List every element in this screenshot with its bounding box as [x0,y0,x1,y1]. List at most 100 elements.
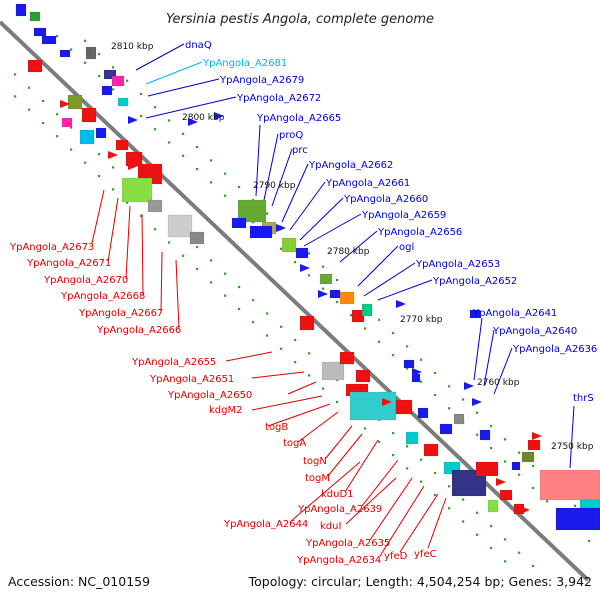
gc-dot [406,445,409,448]
gene-block [27,59,43,73]
leader-line [345,477,397,525]
gene-arrow [300,264,310,272]
gene-label-togN: togN [303,456,327,467]
gene-block [79,129,95,145]
gc-dot [350,314,353,317]
gene-label-A2635: YpAngola_A2635 [305,538,390,549]
gene-block [61,117,73,128]
gc-dot [532,564,535,568]
leader-line [251,371,305,379]
gene-block [295,247,309,259]
gene-block [117,97,129,107]
leader-line [297,411,339,443]
gc-dot [56,113,59,116]
leader-line [251,395,323,411]
gene-arrow [276,224,286,232]
kbp-label-2790: 2790 kbp [253,181,296,191]
gene-block [81,107,97,123]
leader-line [91,189,105,244]
gene-label-A2662: YpAngola_A2662 [308,160,393,171]
leader-line [135,43,185,71]
gene-label-yfeC: yfeC [414,549,437,560]
gene-block [103,69,117,80]
gc-dot [336,278,339,282]
gc-dot [364,327,367,330]
gc-dot [154,106,157,109]
gc-dot [280,247,283,250]
gc-dot [280,347,283,350]
leader-line [344,439,379,493]
genome-title: Yersinia pestis Angola, complete genome [166,12,434,27]
gene-block [231,217,247,229]
gene-label-A2641: YpAngola_A2641 [472,308,557,319]
gc-dot [196,268,199,271]
gc-dot [308,252,311,255]
gc-dot [434,371,437,375]
gene-arrow [532,432,542,440]
gene-block [423,443,439,457]
gene-label-A2660: YpAngola_A2660 [343,194,428,205]
leader-line [289,181,326,231]
gc-dot [574,504,577,507]
gene-block [41,35,57,45]
gene-block [479,429,491,441]
leader-line [145,61,203,85]
gc-dot [140,114,143,118]
gc-dot [224,172,227,175]
kbp-label-2760: 2760 kbp [477,378,520,388]
gene-block [281,237,297,253]
gene-label-togA: togA [283,438,306,449]
leader-line [267,403,331,427]
gene-label-A2652: YpAngola_A2652 [432,276,517,287]
gc-dot [420,380,423,383]
gene-arrow [188,118,198,126]
gene-block [511,461,521,471]
gene-block [361,303,373,317]
gc-dot [168,241,171,244]
gene-block [15,3,27,17]
leader-line [473,317,483,381]
gc-dot [140,214,143,218]
kbp-label-2770: 2770 kbp [400,315,443,325]
leader-line [287,381,317,395]
leader-line [141,213,144,296]
gc-dot [532,486,535,490]
leader-line [327,433,363,477]
gc-dot [434,493,437,497]
leader-line [493,347,513,395]
leader-line [147,78,220,97]
gc-dot [378,440,381,443]
gc-dot [406,467,409,470]
gc-dot [364,427,367,430]
gene-block [405,431,419,445]
gene-label-ogl: ogl [399,242,414,253]
gene-block [237,199,267,223]
gene-block [29,11,41,22]
gene-label-A2659: YpAngola_A2659 [361,210,446,221]
kbp-label-2810: 2810 kbp [111,42,154,52]
gc-dot [434,393,437,397]
gc-dot [238,185,241,189]
gc-dot [420,480,423,483]
leader-line [281,163,309,223]
leader-line [379,485,425,557]
gene-label-togB: togB [265,422,288,433]
leader-line [325,425,353,459]
gc-dot [392,454,395,457]
gc-dot [196,168,199,171]
gene-block [321,361,345,381]
leader-line [377,279,433,301]
gc-dot [266,334,269,337]
gc-dot [588,540,591,543]
gc-dot [238,285,241,289]
gc-dot [280,325,283,328]
leader-line [271,148,293,207]
gene-block [339,351,355,365]
gc-dot [238,307,241,311]
gc-dot [448,407,451,410]
gene-label-A2636: YpAngola_A2636 [512,344,597,355]
leader-line [483,329,495,387]
gc-dot [14,73,17,76]
gene-arrow [318,290,328,298]
gene-arrow [472,398,482,406]
